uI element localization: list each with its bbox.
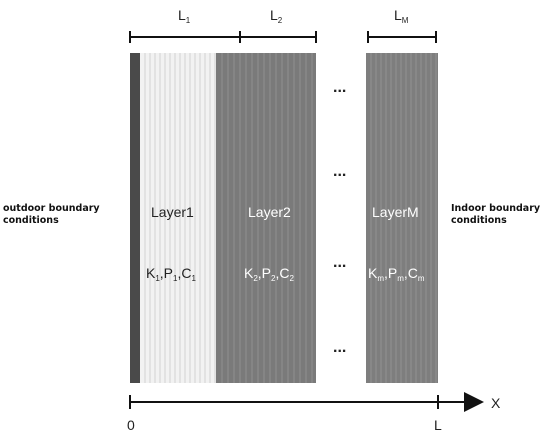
indoor-boundary-label-line2: conditions bbox=[451, 215, 507, 226]
x-axis-origin-label: 0 bbox=[127, 417, 135, 433]
layerm-stripes bbox=[370, 53, 437, 383]
ellipsis-2: ... bbox=[333, 163, 346, 180]
label-l1: L1 bbox=[178, 7, 191, 25]
x-axis-label: X bbox=[491, 395, 501, 411]
ellipsis-4: ... bbox=[333, 339, 346, 356]
layer2-properties: K2,P2,C2 bbox=[244, 265, 294, 283]
outdoor-boundary-label-line2: conditions bbox=[3, 215, 59, 226]
layer2-block bbox=[216, 53, 316, 383]
ellipsis-3: ... bbox=[333, 254, 346, 271]
layer1-stripes bbox=[144, 53, 216, 383]
layer2-stripes bbox=[221, 53, 313, 383]
outer-surface-edge bbox=[130, 53, 140, 383]
layer2-name: Layer2 bbox=[248, 204, 291, 220]
outdoor-boundary-label-line1: outdoor boundary bbox=[3, 203, 100, 214]
dimension-l1 bbox=[129, 31, 241, 43]
layer1-block bbox=[130, 53, 216, 383]
layer1-properties: K1,P1,C1 bbox=[146, 265, 196, 283]
ellipsis-1: ... bbox=[333, 79, 346, 96]
layerm-name: LayerM bbox=[372, 204, 419, 220]
x-axis-end-label: L bbox=[434, 417, 442, 433]
label-lm: LM bbox=[394, 7, 409, 25]
indoor-boundary-label-line1: Indoor boundary bbox=[451, 203, 541, 214]
layerm-properties: Km,Pm,Cm bbox=[368, 265, 425, 283]
layer1-name: Layer1 bbox=[151, 204, 194, 220]
label-l2: L2 bbox=[270, 7, 283, 25]
dimension-lm bbox=[367, 31, 437, 43]
dimension-l2 bbox=[240, 31, 317, 43]
